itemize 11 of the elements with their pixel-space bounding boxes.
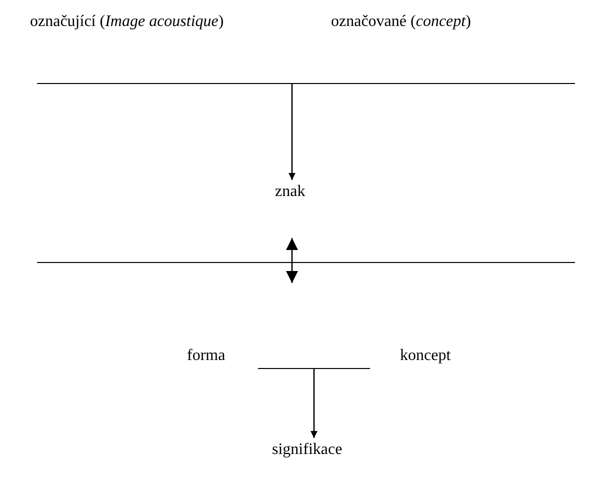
label-text: forma — [187, 346, 226, 366]
label-text: znak — [275, 182, 306, 202]
label-text: koncept — [400, 346, 451, 366]
arrow — [288, 84, 296, 180]
arrow — [310, 369, 318, 438]
label-text: označující (Image acoustique) — [30, 12, 224, 32]
label-text: označované (concept) — [331, 12, 471, 32]
horizontal-line — [258, 368, 370, 369]
label-text: signifikace — [272, 440, 342, 460]
horizontal-line — [37, 262, 575, 263]
horizontal-line — [37, 83, 575, 84]
